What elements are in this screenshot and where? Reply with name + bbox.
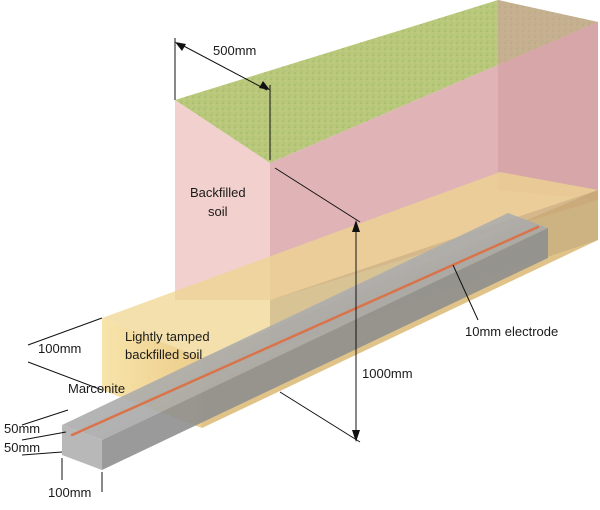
label-electrode: 10mm electrode: [465, 324, 558, 339]
marconite-top: [62, 213, 548, 440]
backfill-back-wall: [498, 0, 598, 200]
label-tamped-1: Lightly tamped: [125, 329, 210, 344]
marconite-channel: [62, 213, 548, 470]
dimension-lines: [21, 38, 479, 492]
backfill-front-face: [175, 100, 270, 300]
marconite-side: [102, 228, 548, 470]
label-depth-1000: 1000mm: [362, 366, 413, 381]
label-tamped-2: backfilled soil: [125, 347, 202, 362]
tamped-top-face: [102, 172, 598, 358]
label-dim-50-a: 50mm: [4, 421, 40, 436]
label-marconite: Marconite: [68, 381, 125, 396]
label-backfilled-2: soil: [208, 204, 228, 219]
electrode-rod: [70, 225, 540, 437]
label-dim-50-b: 50mm: [4, 440, 40, 455]
grass-surface: [175, 0, 598, 163]
label-width-500: 500mm: [213, 43, 256, 58]
label-backfilled-1: Backfilled: [190, 185, 246, 200]
label-width-100: 100mm: [48, 485, 91, 500]
label-depth-100: 100mm: [38, 341, 81, 356]
